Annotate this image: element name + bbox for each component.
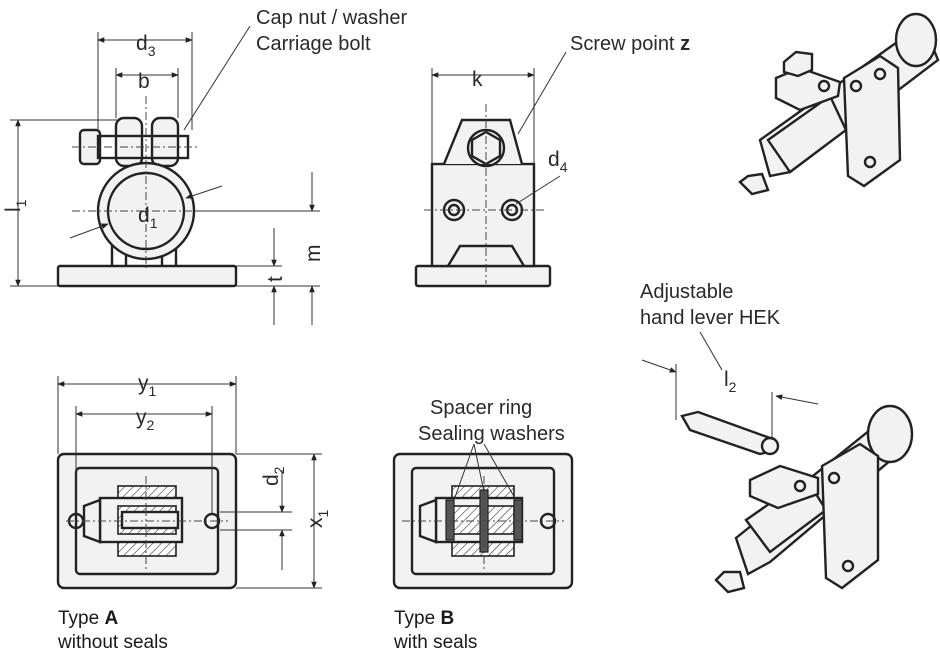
type-a-description: without seals bbox=[57, 632, 168, 653]
dim-d2: d2 bbox=[260, 466, 287, 486]
hand-lever-label: hand lever HEK bbox=[640, 307, 781, 329]
type-a-caption: Type A bbox=[58, 608, 118, 629]
dim-k: k bbox=[472, 68, 483, 91]
front-view bbox=[10, 25, 320, 325]
side-view bbox=[414, 51, 567, 288]
screw-point-label: Screw point z bbox=[570, 33, 690, 55]
isometric-view-bottom bbox=[641, 331, 914, 594]
type-b-description: with seals bbox=[393, 632, 477, 653]
dim-y2: y2 bbox=[136, 406, 155, 433]
spacer-ring-label: Spacer ring bbox=[430, 397, 532, 419]
top-view-type-a bbox=[56, 376, 322, 590]
adjustable-label: Adjustable bbox=[640, 281, 733, 303]
dim-d1: d1 bbox=[138, 204, 158, 231]
isometric-view-top bbox=[738, 12, 940, 196]
dim-x1: x1 bbox=[304, 510, 331, 529]
cap-nut-label: Cap nut / washer bbox=[256, 7, 408, 29]
dim-y1: y1 bbox=[138, 372, 157, 399]
dim-t: t bbox=[264, 276, 287, 282]
dim-b: b bbox=[138, 70, 150, 93]
carriage-bolt-label: Carriage bolt bbox=[256, 33, 371, 55]
type-b-caption: Type B bbox=[394, 608, 454, 629]
dim-d3: d3 bbox=[136, 32, 156, 59]
dim-l2: l2 bbox=[724, 368, 737, 395]
dim-d4: d4 bbox=[548, 148, 568, 175]
sealing-washers-label: Sealing washers bbox=[418, 423, 565, 445]
dim-l1: l1 bbox=[2, 199, 29, 212]
dim-m: m bbox=[302, 245, 325, 263]
top-view-type-b bbox=[392, 443, 574, 590]
